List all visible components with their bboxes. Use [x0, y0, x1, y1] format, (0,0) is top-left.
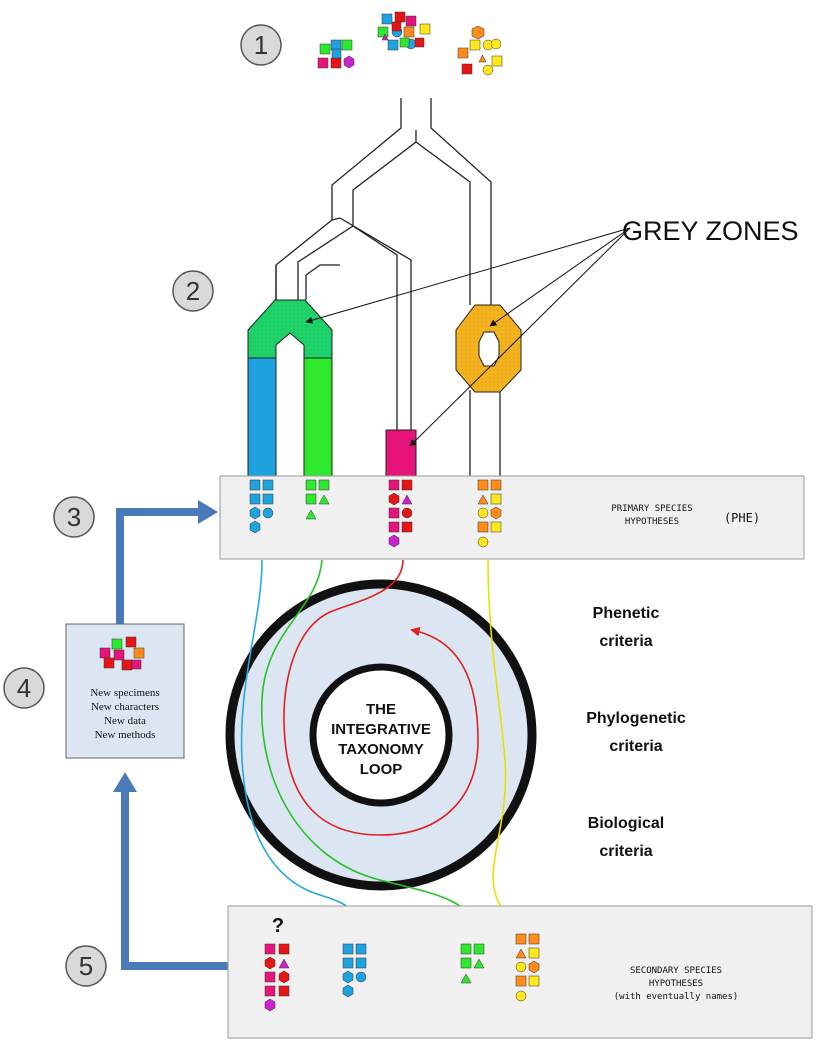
step-1-marker: 1 [240, 24, 282, 66]
loop-text-line1: THE [366, 701, 396, 718]
new-data-box [65, 623, 185, 759]
feedback-arrow-from-secondary [113, 772, 228, 970]
criteria-phenetic-line2: criteria [599, 633, 652, 650]
criteria-phylogenetic-line1: Phylogenetic [586, 710, 686, 727]
specimen-cluster-right [457, 25, 503, 76]
secondary-cluster-magenta [264, 943, 290, 1012]
secondary-label-line1: SECONDARY SPECIES [630, 966, 722, 976]
loop-text-line4: LOOP [360, 761, 403, 778]
specimen-cluster-left [317, 39, 355, 69]
step-3-label: 3 [67, 502, 81, 532]
secondary-cluster-blue [342, 943, 367, 998]
criteria-phenetic-line1: Phenetic [593, 605, 660, 622]
loop-inner-ring [309, 663, 453, 807]
primary-hypotheses-panel [219, 475, 805, 560]
blue-path [240, 559, 360, 932]
step-1-label: 1 [254, 30, 268, 60]
step-4-label: 4 [17, 673, 31, 703]
secondary-label-line2: HYPOTHESES [649, 979, 703, 989]
primary-label-line2: HYPOTHESES [625, 517, 679, 527]
primary-label-line1: PRIMARY SPECIES [611, 504, 692, 514]
phylogenetic-tree [275, 98, 501, 476]
criteria-biological-line2: criteria [599, 843, 652, 860]
specimen-cluster-center [377, 11, 431, 51]
grey-zone-amber [455, 304, 522, 393]
new-box-item: New data [104, 715, 146, 727]
step-2-label: 2 [186, 276, 200, 306]
feedback-arrow-to-primary [116, 500, 218, 624]
criteria-biological-line1: Biological [588, 815, 664, 832]
primary-cluster-green [305, 479, 330, 520]
question-mark: ? [272, 915, 284, 937]
secondary-label-line3: (with eventually names) [614, 992, 739, 1002]
grey-zone-green [247, 299, 333, 477]
new-box-item: New specimens [90, 687, 159, 699]
primary-cluster-blue [249, 479, 274, 534]
step-2-marker: 2 [172, 270, 214, 312]
branch-magenta [385, 429, 417, 477]
step-5-label: 5 [79, 951, 93, 981]
step-4-marker: 4 [3, 667, 45, 709]
criteria-phylogenetic-line2: criteria [609, 738, 662, 755]
primary-cluster-magenta [388, 479, 413, 548]
grey-zone-pointers [305, 227, 631, 447]
new-box-item: New methods [95, 729, 156, 741]
loop-text-line2: INTEGRATIVE [331, 721, 431, 738]
primary-cluster-orange [477, 479, 502, 548]
loop-text-line3: TAXONOMY [338, 741, 424, 758]
grey-zones-label: GREY ZONES [622, 216, 799, 246]
step-5-marker: 5 [65, 945, 107, 987]
red-loop-path [283, 559, 479, 836]
new-box-item: New characters [91, 701, 159, 713]
new-specimens-cluster [99, 636, 145, 671]
secondary-cluster-orange [515, 933, 540, 1002]
step-3-marker: 3 [53, 496, 95, 538]
secondary-cluster-green [460, 943, 485, 984]
primary-label-abbr: (PHE) [724, 511, 760, 525]
green-path [260, 559, 478, 932]
